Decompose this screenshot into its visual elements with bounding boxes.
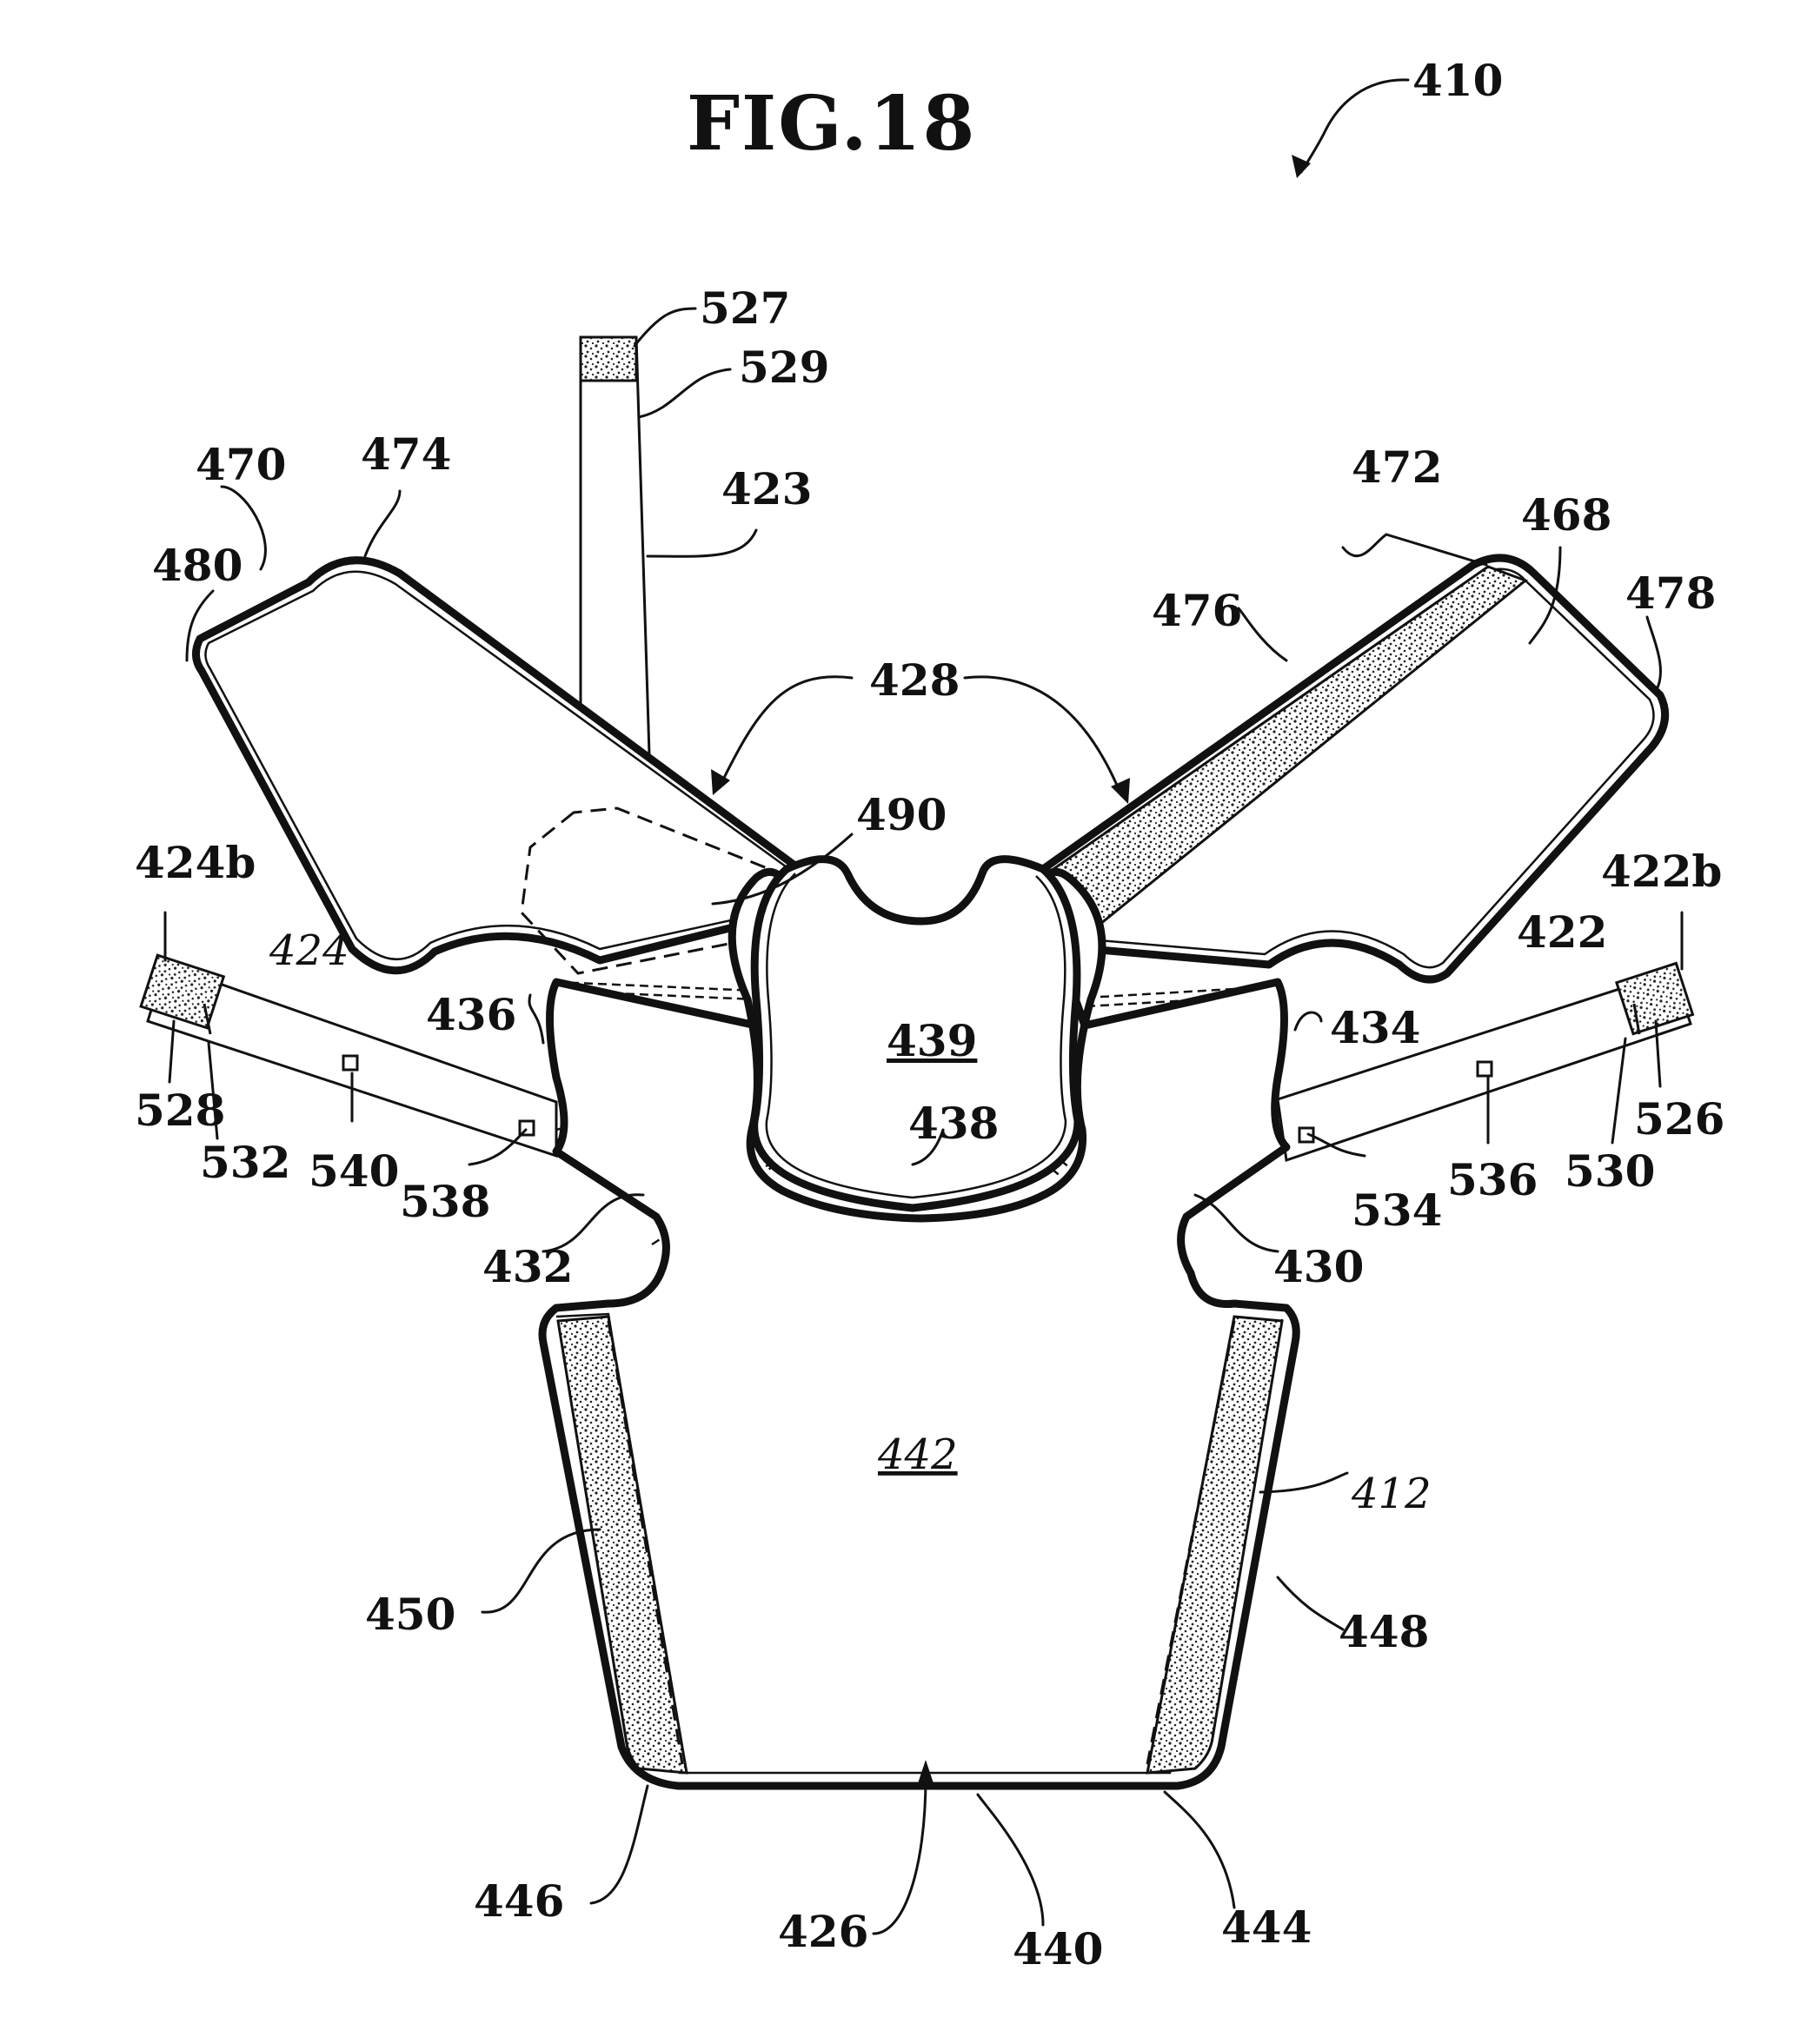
label-450: 450 — [365, 1589, 455, 1640]
label-426: 426 — [778, 1906, 868, 1957]
label-430: 430 — [1273, 1241, 1364, 1292]
label-442: 442 — [877, 1430, 958, 1479]
label-490: 490 — [856, 789, 947, 840]
label-534: 534 — [1352, 1185, 1442, 1236]
label-434: 434 — [1330, 1002, 1420, 1053]
label-439: 439 — [887, 1015, 977, 1066]
label-428: 428 — [869, 654, 960, 706]
label-468: 468 — [1521, 489, 1611, 541]
label-410: 410 — [1412, 55, 1503, 106]
label-448: 448 — [1339, 1606, 1429, 1657]
label-528: 528 — [135, 1085, 225, 1136]
label-446: 446 — [474, 1875, 564, 1927]
label-526: 526 — [1634, 1093, 1724, 1145]
label-536: 536 — [1447, 1154, 1538, 1205]
label-532: 532 — [200, 1137, 290, 1188]
strap-422 — [1278, 963, 1693, 1160]
label-444: 444 — [1221, 1901, 1312, 1953]
label-438: 438 — [908, 1098, 999, 1149]
label-474: 474 — [361, 428, 451, 480]
label-422b: 422b — [1601, 846, 1722, 897]
label-527: 527 — [700, 282, 790, 334]
label-432: 432 — [482, 1241, 573, 1292]
label-538: 538 — [400, 1176, 490, 1227]
label-529: 529 — [739, 342, 829, 393]
label-424b: 424b — [135, 837, 256, 888]
label-422: 422 — [1517, 906, 1607, 958]
shoulder-wing-470 — [196, 561, 802, 973]
label-472: 472 — [1352, 441, 1442, 493]
label-470: 470 — [196, 439, 286, 490]
reference-arrow-410 — [1292, 80, 1408, 178]
label-423: 423 — [721, 463, 812, 514]
label-476: 476 — [1152, 585, 1242, 636]
strap-423 — [581, 337, 649, 754]
label-440: 440 — [1013, 1923, 1103, 1974]
label-424: 424 — [269, 926, 349, 975]
figure-title: FIG.18 — [687, 80, 976, 168]
label-480: 480 — [152, 540, 243, 591]
label-540: 540 — [309, 1145, 399, 1197]
label-478: 478 — [1625, 567, 1716, 619]
label-436: 436 — [426, 989, 516, 1040]
label-530: 530 — [1565, 1145, 1655, 1197]
label-412: 412 — [1351, 1470, 1432, 1518]
